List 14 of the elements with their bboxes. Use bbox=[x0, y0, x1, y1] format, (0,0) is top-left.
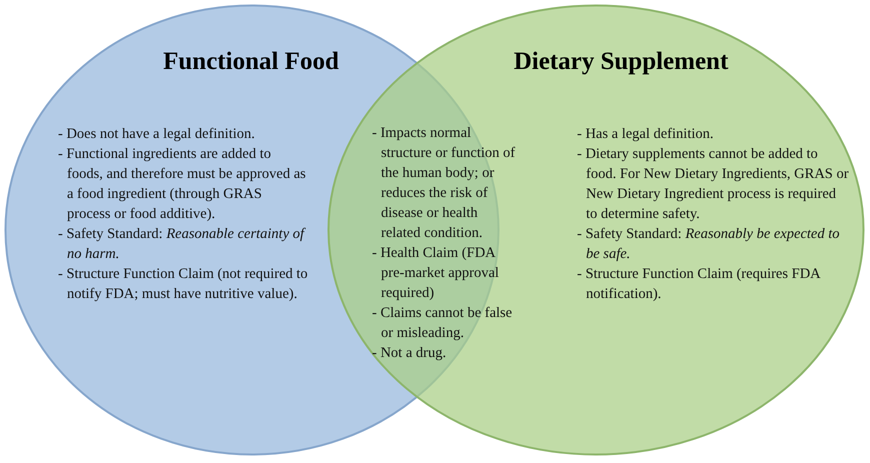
bullet-item: - Safety Standard: Reasonable certainty of no harm. bbox=[58, 225, 307, 264]
bullet-item: - Impacts normal structure or function of the human body; or reduces the risk of disease or health related condition. bbox=[372, 124, 516, 243]
bullet-item: - Claims cannot be false or misleading. bbox=[372, 304, 514, 343]
bullet-item: - Not a drug. bbox=[372, 344, 448, 363]
bullet-item: - Structure Function Claim (not required to notify FDA; must have nutritive value). bbox=[58, 265, 308, 304]
circle-title: Dietary Supplement bbox=[514, 48, 728, 76]
bullet-item: - Has a legal definition. bbox=[577, 125, 714, 144]
bullet-item: - Does not have a legal definition. bbox=[58, 125, 256, 144]
bullet-item: - Health Claim (FDA pre-market approval required) bbox=[372, 244, 500, 303]
bullet-item: - Structure Function Claim (requires FDA notification). bbox=[577, 265, 822, 304]
circle-title: Functional Food bbox=[163, 48, 339, 76]
bullet-item: - Safety Standard: Reasonably be expected to be safe. bbox=[577, 225, 841, 264]
bullet-item: - Dietary supplements cannot be added to food. For New Dietary Ingredients, GRAS or New Dietary Ingredient process is required to determine safety. bbox=[577, 145, 849, 224]
bullet-item: - Functional ingredients are added to foods, and therefore must be approved as a food ingredient (through GRAS process or food additive). bbox=[58, 145, 307, 224]
